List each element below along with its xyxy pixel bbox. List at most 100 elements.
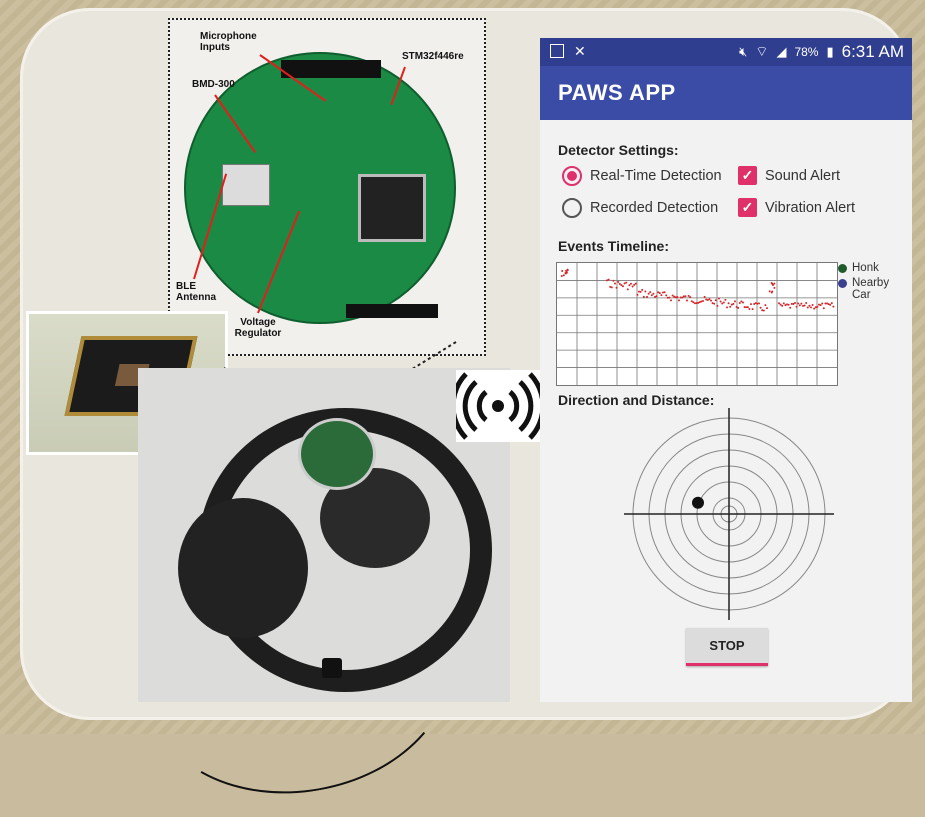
timeline-event bbox=[620, 284, 623, 287]
timeline-event bbox=[702, 299, 704, 302]
timeline-event bbox=[781, 304, 784, 307]
timeline-event bbox=[695, 302, 698, 305]
stop-button[interactable]: STOP bbox=[686, 628, 768, 666]
events-timeline-chart bbox=[556, 262, 838, 386]
timeline-event bbox=[745, 306, 748, 309]
timeline-event bbox=[697, 301, 700, 304]
sound-label: Sound Alert bbox=[765, 167, 840, 184]
label-ble-antenna: BLE Antenna bbox=[176, 281, 216, 303]
timeline-event bbox=[606, 279, 608, 282]
timeline-event bbox=[789, 306, 792, 309]
timeline-event bbox=[714, 299, 717, 302]
legend-car-label: Nearby Car bbox=[852, 277, 890, 301]
wifi-icon: ⌔ bbox=[755, 43, 769, 59]
app-bar: PAWS APP bbox=[540, 66, 912, 120]
timeline-event bbox=[705, 298, 708, 301]
timeline-event bbox=[622, 285, 624, 288]
timeline-event bbox=[742, 301, 744, 304]
timeline-event bbox=[771, 283, 774, 286]
timeline-event bbox=[690, 300, 693, 303]
timeline-event bbox=[676, 295, 679, 298]
timeline-event bbox=[750, 303, 752, 306]
timeline-event bbox=[666, 296, 669, 299]
timeline-event bbox=[679, 296, 682, 299]
timeline-event bbox=[806, 306, 809, 309]
mounted-pcb bbox=[298, 418, 376, 490]
checkbox-vibration[interactable]: ✓ bbox=[738, 198, 757, 217]
image-icon bbox=[550, 44, 564, 58]
sound-alert-option[interactable]: ✓ Sound Alert bbox=[738, 166, 840, 185]
timeline-event bbox=[719, 300, 722, 303]
timeline-event bbox=[824, 302, 827, 305]
timeline-event bbox=[644, 290, 647, 293]
timeline-event bbox=[829, 303, 832, 306]
timeline-event bbox=[633, 283, 636, 286]
timeline-event bbox=[790, 302, 793, 305]
timeline-event bbox=[718, 297, 720, 300]
realtime-detection-option[interactable]: Real-Time Detection bbox=[562, 166, 722, 186]
vibration-alert-option[interactable]: ✓ Vibration Alert bbox=[738, 198, 855, 217]
timeline-event bbox=[628, 284, 631, 287]
timeline-event bbox=[748, 308, 751, 311]
timeline-event bbox=[639, 290, 642, 293]
bmd300-module bbox=[222, 164, 270, 206]
signal-icon: ◢ bbox=[776, 44, 787, 59]
car-dot bbox=[838, 279, 847, 288]
timeline-event bbox=[658, 292, 661, 295]
timeline-event bbox=[784, 304, 787, 307]
timeline-event bbox=[607, 278, 610, 281]
timeline-event bbox=[634, 282, 637, 285]
timeline-event bbox=[641, 288, 644, 291]
clock: 6:31 AM bbox=[841, 42, 904, 61]
microphone-header bbox=[281, 60, 381, 78]
timeline-event bbox=[782, 302, 785, 305]
left-earcup bbox=[178, 498, 308, 638]
timeline-event bbox=[673, 295, 676, 298]
timeline-event bbox=[797, 302, 800, 305]
timeline-event bbox=[751, 308, 754, 311]
timeline-event bbox=[681, 296, 684, 299]
battery-percent: 78% bbox=[794, 45, 819, 59]
timeline-event bbox=[561, 269, 564, 272]
timeline-event bbox=[740, 300, 743, 303]
legend-honk: Honk bbox=[838, 262, 896, 274]
timeline-event bbox=[609, 285, 612, 288]
radio-realtime[interactable] bbox=[562, 166, 582, 186]
timeline-event bbox=[821, 302, 824, 305]
timeline-event bbox=[726, 306, 728, 309]
timeline-event bbox=[819, 304, 822, 307]
timeline-event bbox=[827, 303, 830, 306]
timeline-event bbox=[734, 300, 736, 303]
checkbox-sound[interactable]: ✓ bbox=[738, 166, 757, 185]
timeline-event bbox=[778, 302, 780, 305]
app-title: PAWS APP bbox=[558, 80, 676, 105]
timeline-event bbox=[649, 291, 652, 294]
timeline-event bbox=[754, 302, 757, 305]
timeline-event bbox=[662, 291, 664, 294]
timeline-event bbox=[668, 296, 671, 299]
timeline-event bbox=[614, 282, 616, 285]
timeline-event bbox=[773, 282, 776, 285]
mute-icon: 🔇︎ bbox=[739, 44, 748, 59]
timeline-event bbox=[708, 298, 711, 301]
legend-nearby-car: Nearby Car bbox=[838, 277, 896, 301]
timeline-event bbox=[615, 286, 618, 289]
timeline-event bbox=[822, 307, 825, 310]
timeline-event bbox=[746, 306, 749, 309]
recorded-detection-option[interactable]: Recorded Detection bbox=[562, 198, 718, 218]
timeline-event bbox=[721, 302, 724, 305]
status-bar: ✕ 🔇︎ ⌔ ◢ 78% ▮ 6:31 AM bbox=[540, 38, 912, 66]
timeline-event bbox=[794, 302, 796, 305]
timeline-event bbox=[761, 309, 764, 312]
timeline-event bbox=[684, 295, 687, 298]
timeline-event bbox=[564, 269, 567, 272]
radio-recorded[interactable] bbox=[562, 198, 582, 218]
timeline-legend: Honk Nearby Car bbox=[838, 262, 896, 304]
timeline-event bbox=[727, 302, 730, 305]
timeline-event bbox=[692, 301, 695, 304]
timeline-event bbox=[808, 304, 811, 307]
timeline-event bbox=[612, 279, 615, 282]
timeline-event bbox=[610, 286, 613, 289]
realtime-label: Real-Time Detection bbox=[590, 168, 722, 184]
timeline-event bbox=[826, 302, 828, 305]
